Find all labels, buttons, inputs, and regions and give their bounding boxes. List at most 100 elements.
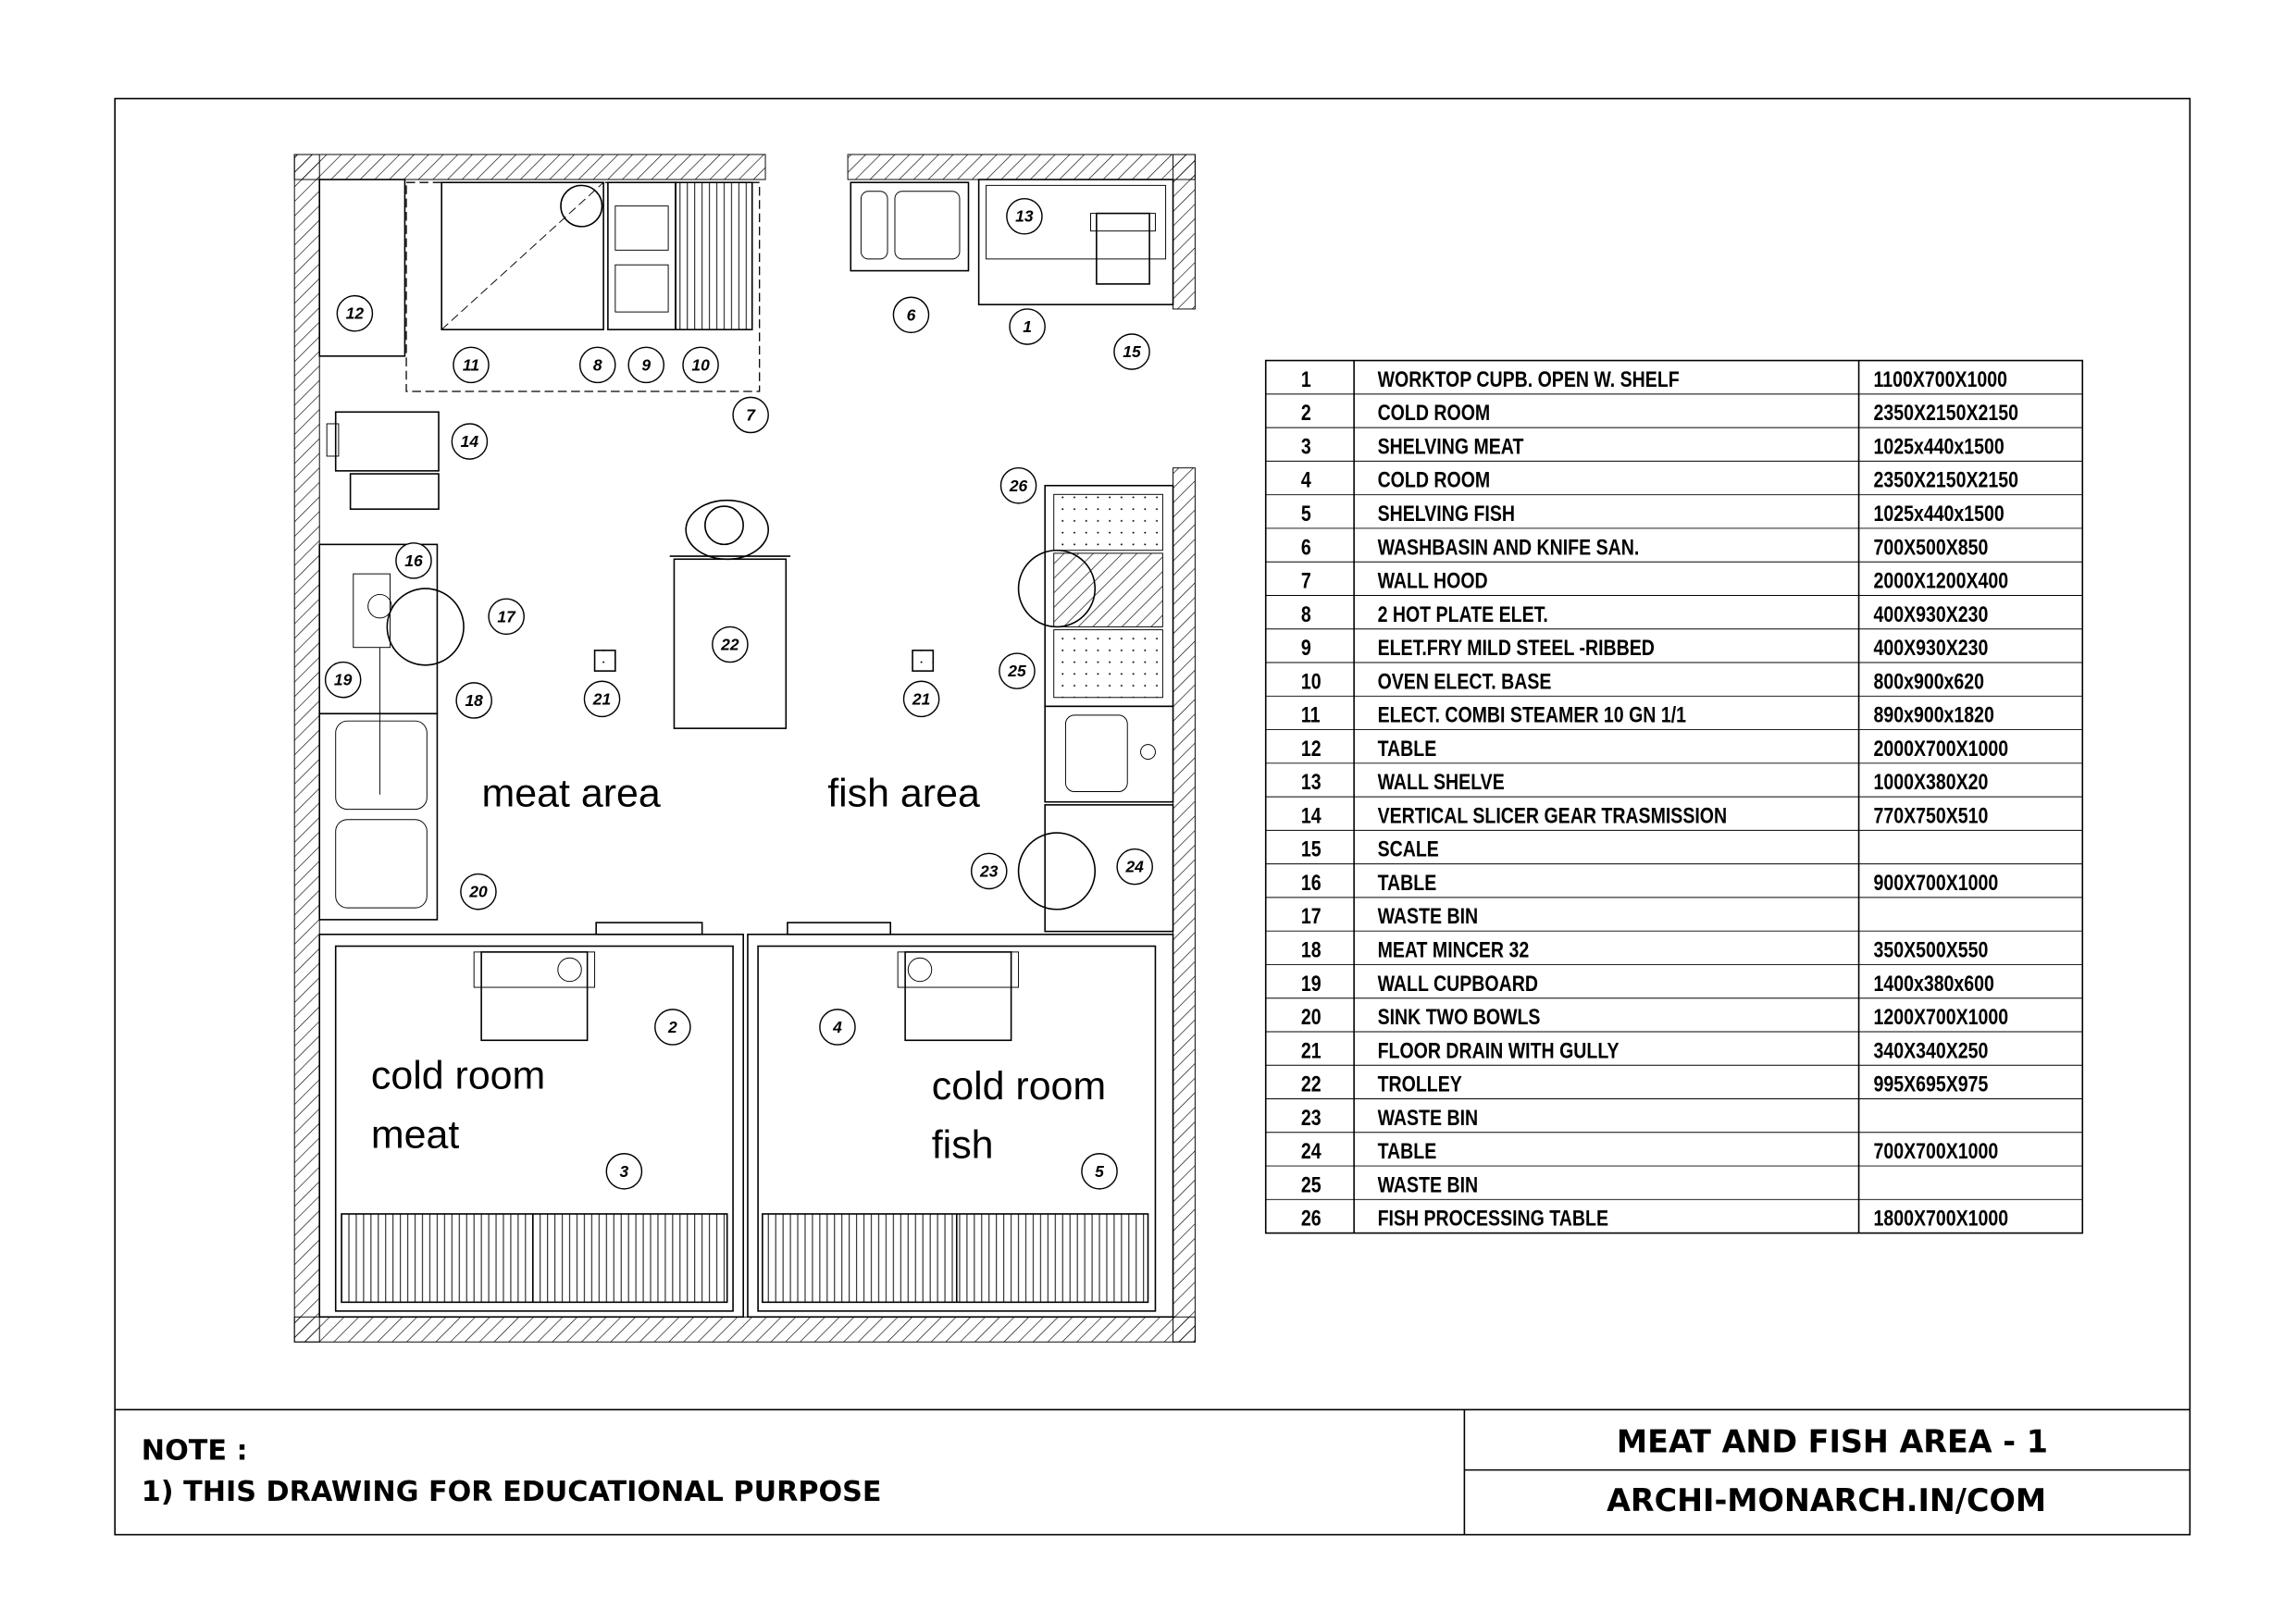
callout-number: 26 [1009,477,1028,495]
website-label: ARCHI-MONARCH.IN/COM [1607,1482,2046,1518]
row-number: 11 [1301,702,1321,727]
callout-number: 10 [691,355,710,374]
callout-number: 20 [468,883,488,901]
row-number: 1 [1301,366,1311,391]
callout-11: 11 [453,346,490,384]
table-12 [318,179,406,357]
row-size: 1100X700X1000 [1873,366,2007,391]
note-text: 1) THIS DRAWING FOR EDUCATIONAL PURPOSE [142,1476,882,1508]
callout-12: 12 [336,294,374,332]
row-number: 17 [1301,903,1322,928]
table-24 [1044,804,1174,933]
row-item: ELET.FRY MILD STEEL -RIBBED [1378,635,1655,660]
callout-number: 21 [912,689,930,708]
row-size: 2350X2150X2150 [1873,400,2018,425]
callout-17: 17 [488,598,525,636]
slicer-14 [349,473,440,511]
row-size: 995X695X975 [1873,1072,1988,1096]
row-number: 7 [1301,568,1311,593]
drawing-title: MEAT AND FISH AREA - 1 [1617,1424,2048,1460]
row-number: 15 [1301,836,1322,861]
callout-circle [395,542,432,579]
worktop-1 [977,179,1174,305]
callout-circle [455,682,492,719]
callout-number: 23 [979,861,999,880]
callout-number: 11 [463,355,479,374]
row-number: 9 [1301,635,1311,660]
callout-number: 13 [1015,207,1034,226]
callout-circle [682,346,719,384]
row-item: OVEN ELECT. BASE [1378,668,1552,693]
callout-number: 12 [346,304,365,323]
row-size: 350X500X550 [1873,937,1988,962]
row-item: WORKTOP CUPB. OPEN W. SHELF [1378,366,1680,391]
callout-24: 24 [1116,848,1153,886]
callout-number: 17 [497,607,516,626]
callout-1: 1 [1009,308,1046,345]
sink-20 [318,712,439,921]
callout-16: 16 [395,542,432,579]
callout-number: 22 [720,636,739,654]
callout-circle [1081,1153,1118,1190]
callout-19: 19 [324,661,362,699]
callout-15: 15 [1113,333,1150,370]
callout-number: 1 [1023,317,1032,336]
row-item: ELECT. COMBI STEAMER 10 GN 1/1 [1378,702,1686,727]
floor-plan: meat area fish area cold room meat cold … [293,154,1196,1343]
row-size: 340X340X250 [1873,1037,1988,1062]
table-row: 1 WORKTOP CUPB. OPEN W. SHELF 1100X700X100… [1301,366,2007,391]
row-item: COLD ROOM [1378,467,1491,492]
callout-number: 18 [465,691,483,710]
equipment-schedule-table: 1 WORKTOP CUPB. OPEN W. SHELF 1100X700X100… [1264,359,2084,1234]
sheet-border [114,97,2191,1536]
shelving-5 [762,1213,1149,1304]
callout-circle [712,626,749,663]
callout-circle [1113,333,1150,370]
callout-4: 4 [819,1009,856,1046]
row-number: 18 [1301,937,1322,962]
cold-room-meat [318,922,744,1319]
callout-circle [999,466,1037,504]
callout-20: 20 [460,873,497,911]
row-number: 26 [1301,1206,1322,1231]
row-number: 6 [1301,534,1311,559]
row-number: 14 [1301,803,1322,828]
waste-bin-17 [386,588,465,666]
callout-circle [453,346,490,384]
row-size: 2000X1200X400 [1873,568,2008,593]
row-item: TABLE [1378,870,1437,895]
row-item: TROLLEY [1378,1072,1463,1096]
row-number: 2 [1301,400,1311,425]
callout-circle [578,346,616,384]
callout-circle [336,294,374,332]
floor-drain-21 [593,650,616,672]
row-item: MEAT MINCER 32 [1378,937,1530,962]
callout-circle [324,661,362,699]
row-number: 24 [1301,1138,1322,1163]
row-item: WALL SHELVE [1378,769,1505,794]
cold-room-fish-label: cold room [932,1064,1106,1109]
callout-circle [1116,848,1153,886]
callout-number: 19 [334,671,353,689]
callout-number: 7 [746,405,756,424]
row-item: SINK TWO BOWLS [1378,1004,1541,1029]
row-size: 1025x440x1500 [1873,434,2004,459]
row-number: 22 [1301,1072,1322,1096]
row-size: 2000X700X1000 [1873,736,2008,761]
person-icon [685,499,770,561]
callout-circle [902,680,940,718]
callout-25: 25 [999,652,1036,689]
callout-circle [627,346,665,384]
callout-circle [892,296,930,334]
row-size: 770X750X510 [1873,803,1988,828]
